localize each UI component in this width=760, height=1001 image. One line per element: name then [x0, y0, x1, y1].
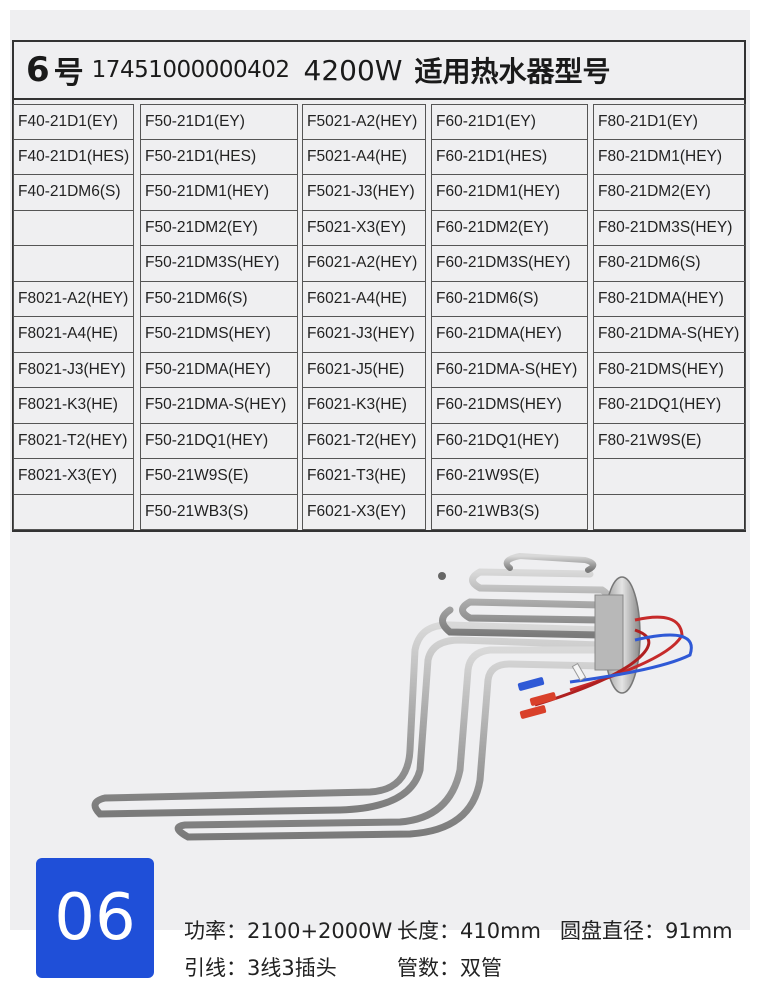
model-cell: F80-21W9S(E) [593, 423, 746, 459]
model-cell: F60-21DM1(HEY) [431, 175, 588, 211]
table-title: 6 号 17451000000402 4200W 适用热水器型号 [14, 42, 744, 100]
tube-lower-2 [174, 646, 606, 841]
spec-tubes: 管数：双管 [397, 956, 502, 980]
model-cell: F8021-A2(HEY) [13, 281, 134, 317]
title-description: 适用热水器型号 [414, 55, 611, 88]
coil-top [503, 552, 597, 573]
model-cell: F6021-X3(EY) [302, 494, 426, 530]
model-cell: F8021-K3(HE) [13, 388, 134, 424]
model-cell: F50-21DMA-S(HEY) [140, 388, 298, 424]
model-cell: F80-21DM3S(HEY) [593, 210, 746, 246]
connector-1 [517, 677, 545, 691]
model-cell: F5021-A2(HEY) [302, 104, 426, 140]
wire-red-2 [534, 628, 651, 707]
model-cell: F80-21D1(EY) [593, 104, 746, 140]
model-cell: F50-21D1(EY) [140, 104, 298, 140]
model-cell: F8021-J3(HEY) [13, 352, 134, 388]
model-cell: F60-21DMA(HEY) [431, 317, 588, 353]
model-cell: F50-21DM3S(HEY) [140, 246, 298, 282]
wire-tie [571, 662, 587, 682]
model-cell: F60-21DMA-S(HEY) [431, 352, 588, 388]
spec-power: 功率：2100+2000W [184, 919, 393, 943]
model-cell: F50-21D1(HES) [140, 139, 298, 175]
model-cell: F50-21DMS(HEY) [140, 317, 298, 353]
model-cell: F50-21DMA(HEY) [140, 352, 298, 388]
model-cell: F6021-K3(HE) [302, 388, 426, 424]
model-cell: F60-21DM6(S) [431, 281, 588, 317]
model-cell [13, 494, 134, 530]
badge-number: 06 [54, 881, 136, 955]
model-cell: F40-21D1(EY) [13, 104, 134, 140]
title-number: 6 [26, 50, 50, 90]
model-cell: F6021-A4(HE) [302, 281, 426, 317]
model-cell: F80-21DQ1(HEY) [593, 388, 746, 424]
model-badge: 06 [36, 858, 154, 978]
connector-2 [529, 692, 557, 706]
spec-disc-diameter: 圆盘直径：91mm [560, 919, 733, 943]
model-cell: F50-21WB3(S) [140, 494, 298, 530]
model-cell: F40-21D1(HES) [13, 139, 134, 175]
flange-body [594, 594, 624, 671]
title-wattage: 4200W [303, 53, 403, 87]
model-cell: F6021-A2(HEY) [302, 246, 426, 282]
model-cell: F80-21DM2(EY) [593, 175, 746, 211]
model-cell: F6021-T3(HE) [302, 459, 426, 495]
model-cell: F60-21DMS(HEY) [431, 388, 588, 424]
model-cell [593, 494, 746, 530]
wire-blue [569, 633, 693, 684]
spec-lead: 引线：3线3插头 [184, 956, 337, 980]
heating-element-photo [91, 552, 693, 841]
model-cell [13, 210, 134, 246]
spec-length: 长度：410mm [397, 919, 541, 943]
model-cell: F5021-J3(HEY) [302, 175, 426, 211]
model-cell: F50-21W9S(E) [140, 459, 298, 495]
model-cell: F8021-A4(HE) [13, 317, 134, 353]
model-cell: F80-21DM6(S) [593, 246, 746, 282]
title-hao: 号 [53, 56, 84, 91]
model-cell: F8021-X3(EY) [13, 459, 134, 495]
model-cell: F5021-X3(EY) [302, 210, 426, 246]
model-cell: F60-21W9S(E) [431, 459, 588, 495]
model-cell: F6021-J5(HE) [302, 352, 426, 388]
model-cell: F50-21DM2(EY) [140, 210, 298, 246]
model-cell: F80-21DMA(HEY) [593, 281, 746, 317]
model-cell: F60-21DM3S(HEY) [431, 246, 588, 282]
model-cell: F60-21DM2(EY) [431, 210, 588, 246]
model-cell: F50-21DQ1(HEY) [140, 423, 298, 459]
model-cell: F40-21DM6(S) [13, 175, 134, 211]
coil-upper [439, 568, 612, 639]
tube-lower-1 [91, 621, 604, 818]
model-cell: F60-21WB3(S) [431, 494, 588, 530]
model-cell: F60-21DQ1(HEY) [431, 423, 588, 459]
model-table-frame [12, 40, 746, 532]
model-cell [13, 246, 134, 282]
model-cell: F8021-T2(HEY) [13, 423, 134, 459]
model-cell: F80-21DMA-S(HEY) [593, 317, 746, 353]
model-cell: F6021-J3(HEY) [302, 317, 426, 353]
model-cell: F60-21D1(EY) [431, 104, 588, 140]
connector-3 [519, 705, 547, 719]
coil-top-cap [438, 572, 446, 580]
model-cell: F80-21DM1(HEY) [593, 139, 746, 175]
model-cell: F50-21DM1(HEY) [140, 175, 298, 211]
title-code: 17451000000402 [91, 57, 290, 83]
model-cell: F50-21DM6(S) [140, 281, 298, 317]
model-cell: F5021-A4(HE) [302, 139, 426, 175]
model-cell [593, 459, 746, 495]
model-cell: F80-21DMS(HEY) [593, 352, 746, 388]
model-cell: F60-21D1(HES) [431, 139, 588, 175]
model-cell: F6021-T2(HEY) [302, 423, 426, 459]
